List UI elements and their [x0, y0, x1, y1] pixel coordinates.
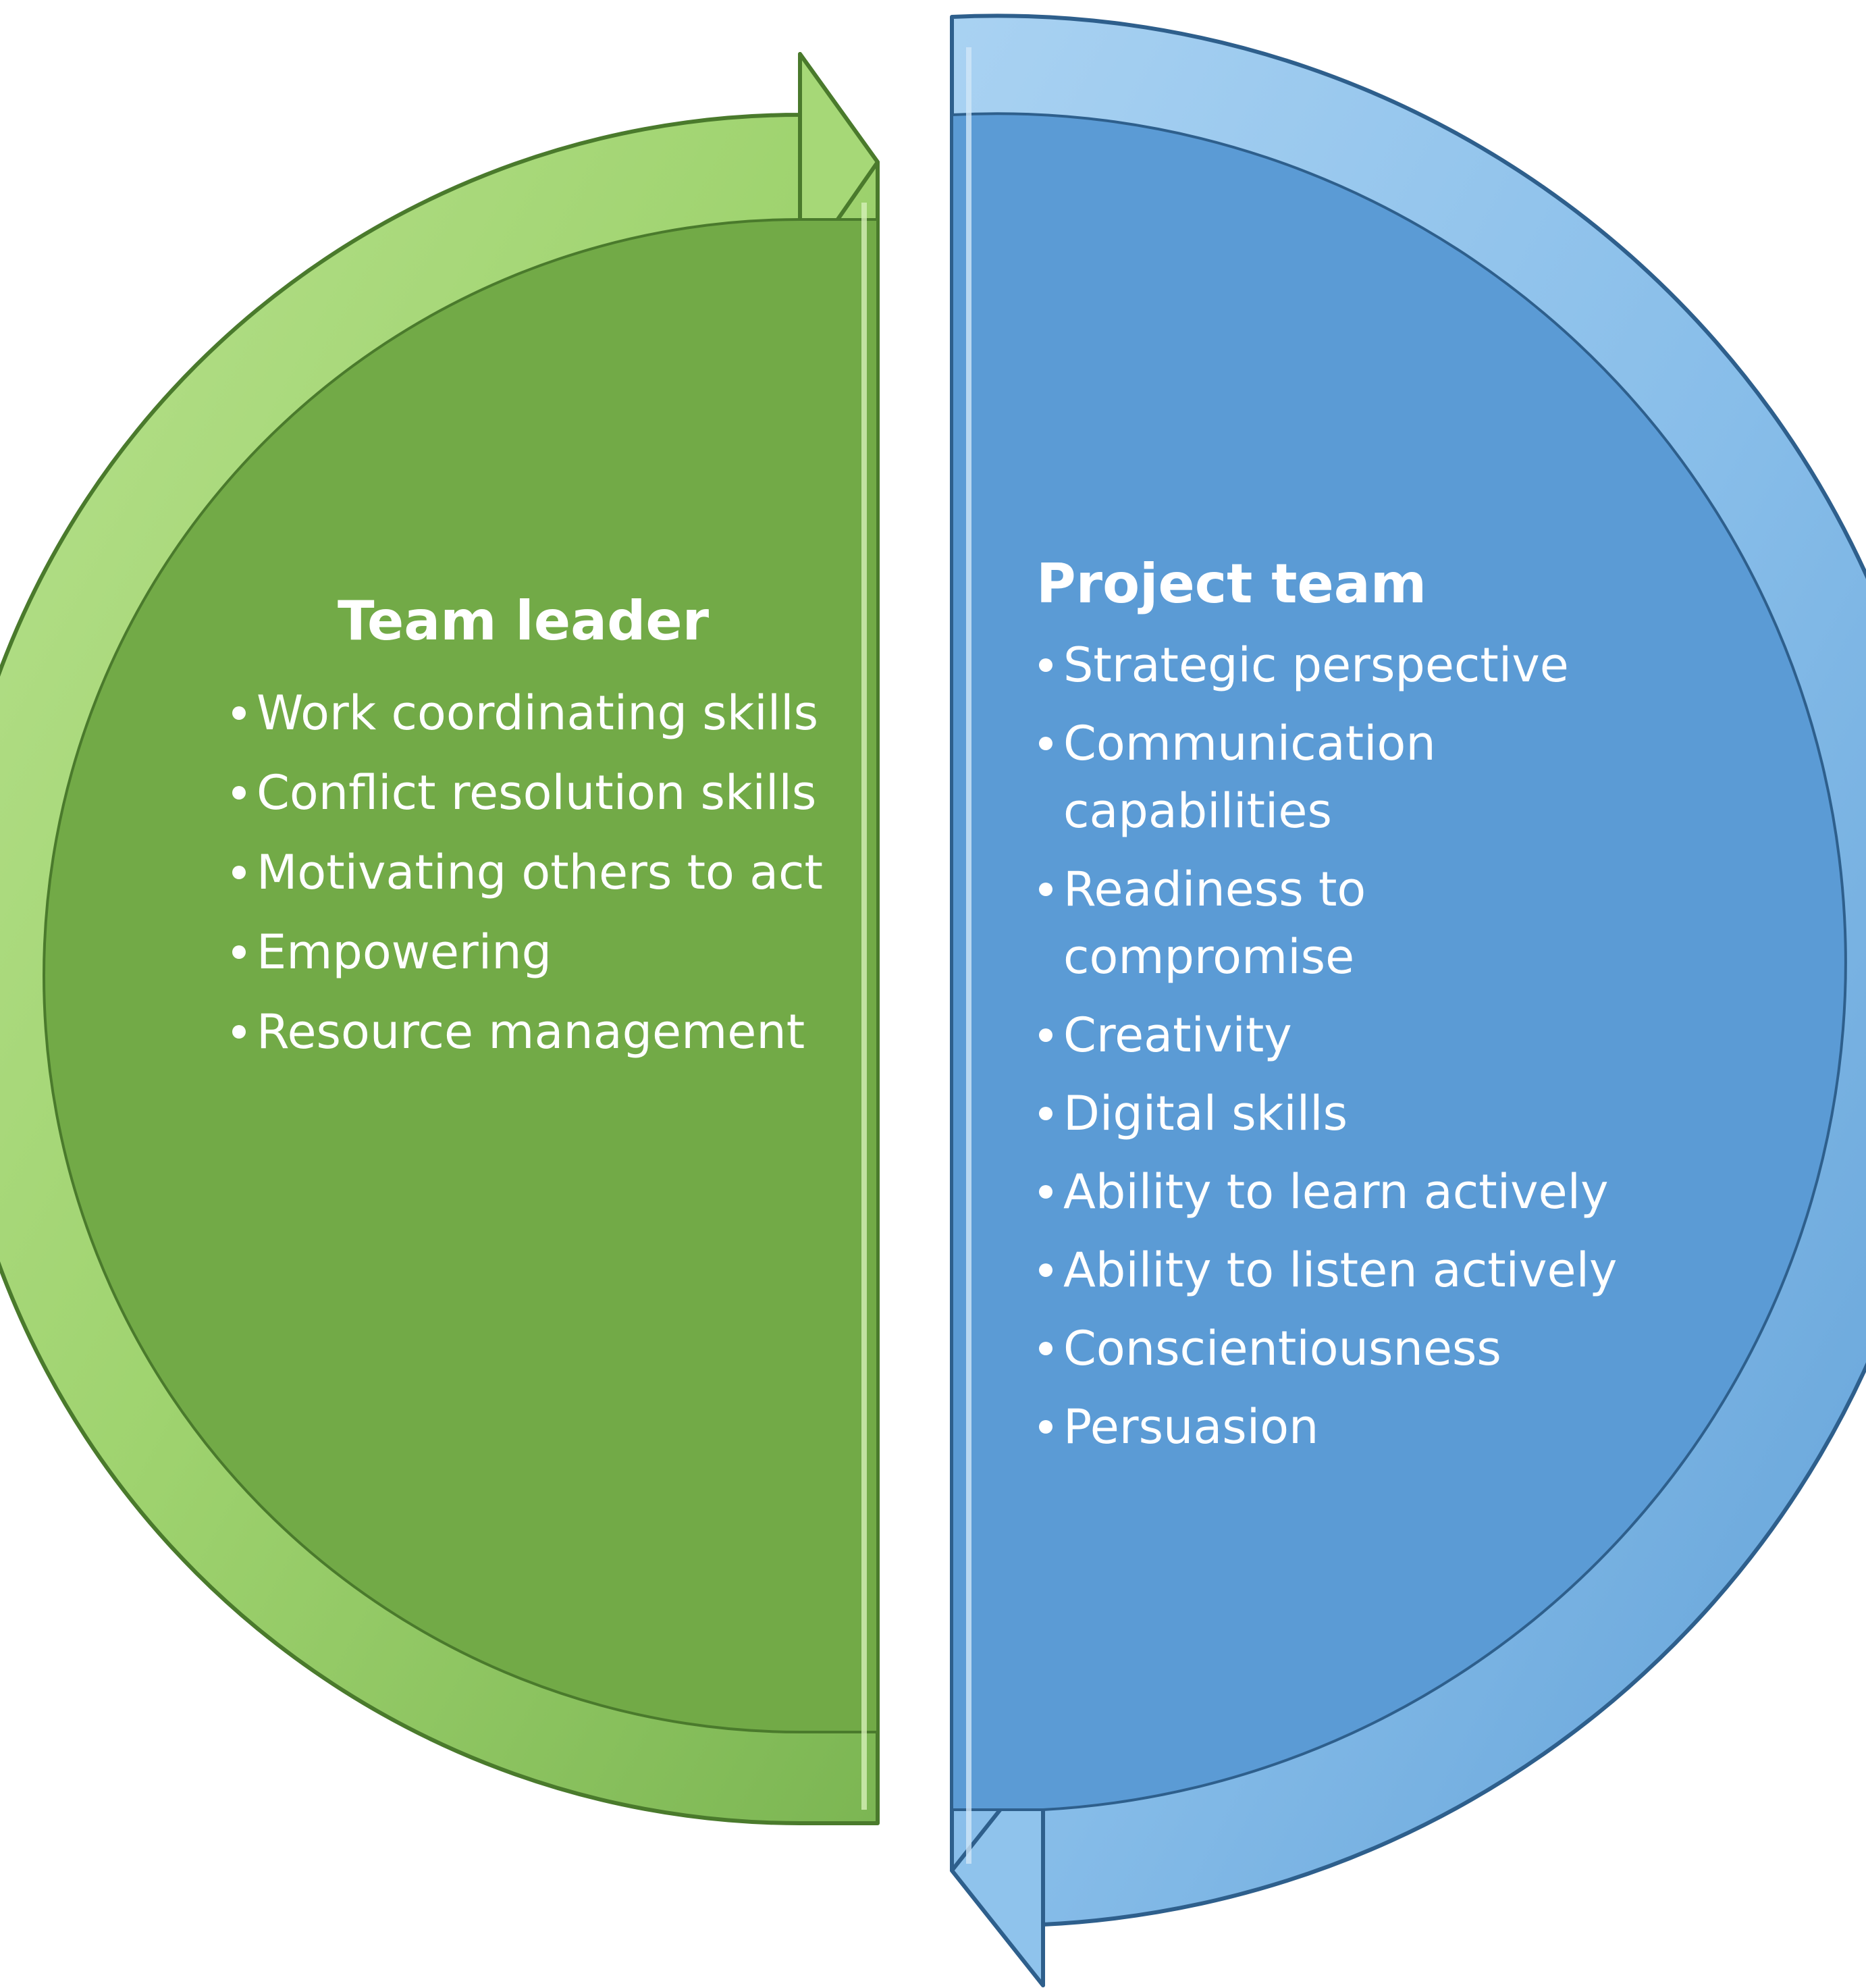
list-item: Resource management: [230, 998, 864, 1066]
list-item: Creativity: [1036, 1001, 1644, 1069]
project-team-panel: Project team Strategic perspective Commu…: [1036, 550, 1644, 1471]
team-leader-panel: Team leader Work coordinating skills Con…: [230, 587, 864, 1078]
left-half-fill: [43, 218, 879, 1733]
right-half-fill: [951, 112, 1848, 1811]
team-leader-skills-list: Work coordinating skills Conflict resolu…: [230, 679, 864, 1066]
list-item: Empowering: [230, 918, 864, 986]
list-item: Communication capabilities: [1036, 710, 1644, 845]
team-leader-title: Team leader: [338, 590, 710, 652]
project-team-skills-list: Strategic perspective Communication capa…: [1036, 631, 1644, 1461]
list-item: Conflict resolution skills: [230, 759, 864, 827]
list-item: Strategic perspective: [1036, 631, 1644, 699]
list-item: Ability to listen actively: [1036, 1236, 1644, 1304]
right-arrow-head: [950, 1754, 1045, 1987]
list-item: Digital skills: [1036, 1080, 1644, 1147]
project-team-title: Project team: [1036, 552, 1427, 615]
list-item: Persuasion: [1036, 1393, 1644, 1461]
list-item: Motivating others to act: [230, 839, 864, 906]
list-item: Conscientiousness: [1036, 1315, 1644, 1382]
list-item: Readiness to compromise: [1036, 856, 1644, 991]
list-item: Ability to learn actively: [1036, 1158, 1644, 1226]
list-item: Work coordinating skills: [230, 679, 864, 747]
